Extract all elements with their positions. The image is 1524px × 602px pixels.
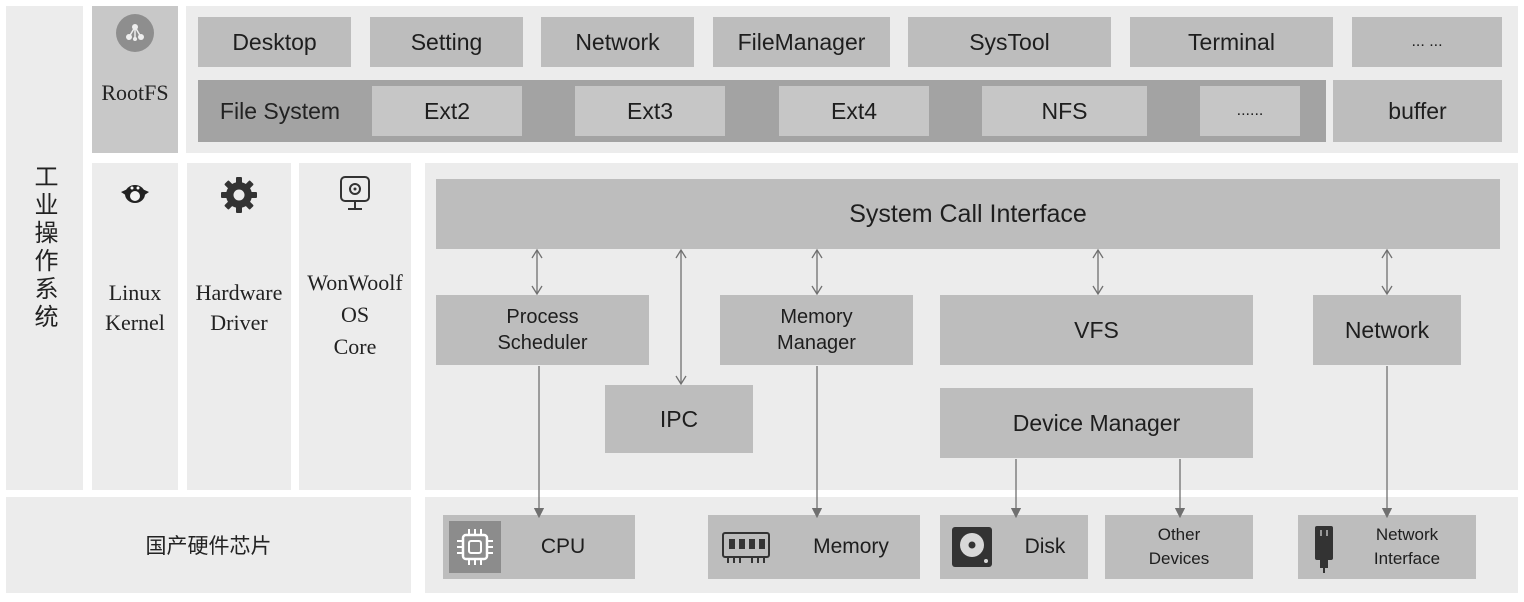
ram-icon [720,525,772,569]
fs-nfs: NFS [982,86,1147,136]
network-module: Network [1313,295,1461,365]
driver-label-1: Hardware [195,280,283,305]
app-network: Network [541,17,694,67]
core-label-3: Core [333,334,377,359]
vfs-box: VFS [940,295,1253,365]
hw-other-devices: Other Devices [1105,515,1253,579]
kernel-col-linux: Linux Kernel [92,163,178,490]
os-title-panel: 工业操作系统 [6,6,83,490]
hw-network-interface: Network Interface [1298,515,1476,579]
tux-icon [116,175,154,211]
core-label-1: WonWoolf [307,270,403,295]
hardware-chip-panel: 国产硬件芯片 [6,497,411,593]
memory-manager: Memory Manager [720,295,913,365]
net-if-label-2: Interface [1373,549,1441,568]
filesystem-label: File System [219,97,341,124]
net-if-label-1: Network [1375,525,1439,544]
core-label-2: OS [340,302,370,327]
cpu-icon [449,521,501,573]
memory-hw-label: Memory [813,535,889,558]
kernel-col-core: WonWoolf OS Core [299,163,411,490]
network-nodes-icon [116,14,154,52]
rootfs-label: RootFS [101,80,169,105]
memory-label-2: Manager [777,331,856,354]
linux-label-1: Linux [108,280,162,305]
app-desktop: Desktop [198,17,351,67]
disk-icon [946,521,998,573]
fs-buffer: buffer [1333,80,1502,142]
driver-label-2: Driver [210,310,268,335]
app-systool: SysTool [908,17,1111,67]
fs-ext3: Ext3 [575,86,725,136]
memory-label-1: Memory [780,305,853,328]
hw-disk: Disk [940,515,1088,579]
process-label-2: Scheduler [497,331,588,354]
ethernet-port-icon [1306,521,1342,575]
other-label-2: Devices [1148,549,1210,568]
app-setting: Setting [370,17,523,67]
linux-label-2: Kernel [105,310,165,335]
ipc-box: IPC [605,385,753,453]
other-label-1: Other [1157,525,1201,544]
monitor-icon [333,171,377,215]
cpu-label: CPU [540,535,586,558]
os-title: 工业操作系统 [30,164,58,332]
hardware-chip-label: 国产硬件芯片 [145,534,272,558]
app-filemanager: FileManager [713,17,890,67]
system-call-interface: System Call Interface [436,179,1500,249]
app-terminal: Terminal [1130,17,1333,67]
process-label-1: Process [506,305,579,328]
app-more: ... ... [1352,17,1502,67]
device-manager: Device Manager [940,388,1253,458]
fs-ext4: Ext4 [779,86,929,136]
hw-memory: Memory [708,515,920,579]
fs-more: ...... [1200,86,1300,136]
hw-cpu: CPU [443,515,635,579]
kernel-col-driver: Hardware Driver [187,163,291,490]
disk-label: Disk [1024,535,1066,558]
process-scheduler: Process Scheduler [436,295,649,365]
gear-icon [217,173,261,217]
fs-ext2: Ext2 [372,86,522,136]
rootfs-panel: RootFS [92,6,178,153]
